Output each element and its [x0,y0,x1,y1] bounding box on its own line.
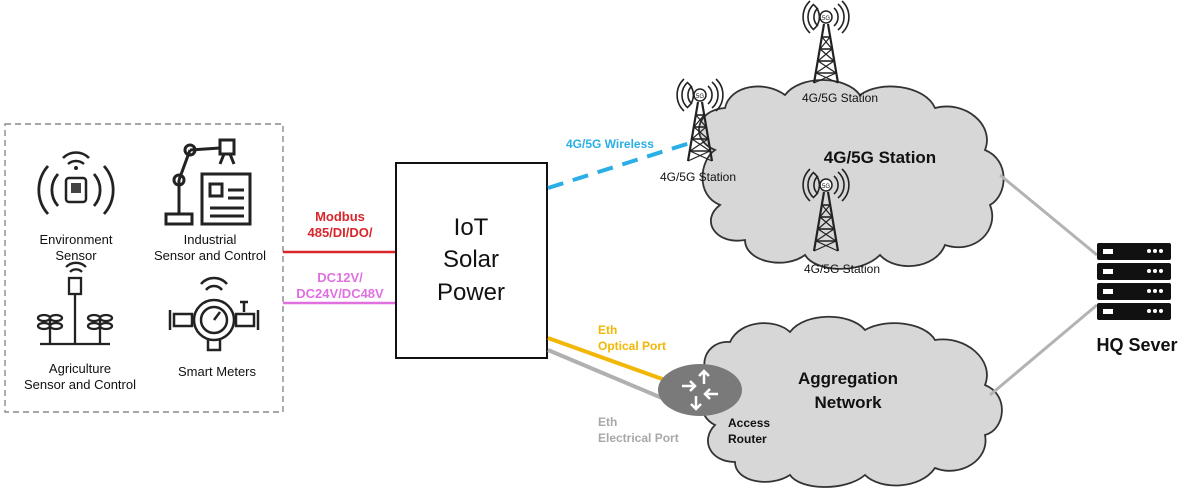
dc-power-label-1: DC12V/ [317,270,363,285]
eth-optical-link [547,336,666,382]
hq-link-lower [989,303,1098,397]
hq-server-label: HQ Sever [1096,335,1177,355]
modbus-label-1: Modbus [315,209,365,224]
agriculture-sensor-icon [36,261,114,346]
wireless-label: 4G/5G Wireless [566,137,654,151]
cloud-aggregation [700,315,1003,488]
station-label-left: 4G/5G Station [660,170,736,184]
aggregation-title-1: Aggregation [798,369,898,388]
eth-optical-label-1: Eth [598,323,617,337]
tower-badge: 5G [696,94,704,100]
modbus-label-2: 485/DI/DO/ [307,225,372,240]
station-label-bottom: 4G/5G Station [804,262,880,276]
environment-sensor-label-2: Sensor [55,248,97,263]
industrial-label-2: Sensor and Control [154,248,266,263]
eth-electrical-link [547,348,663,400]
industrial-label-1: Industrial [184,232,237,247]
device-group-frame [4,123,284,413]
agriculture-label-2: Sensor and Control [24,377,136,392]
eth-optical-label-2: Optical Port [598,339,666,353]
tower-badge: 5G [822,16,830,22]
station-label-top: 4G/5G Station [802,91,878,105]
access-router-icon [658,364,742,416]
smart-meters-label: Smart Meters [178,364,257,379]
cloud-4g5g-title: 4G/5G Station [824,148,936,167]
iot-solar-power-box [395,162,548,359]
aggregation-title-2: Network [814,393,882,412]
access-router-label-2: Router [728,432,767,446]
tower-badge: 5G [822,184,830,190]
environment-sensor-label-1: Environment [40,232,113,247]
industrial-robot-icon [164,138,252,226]
dc-power-label-2: DC24V/DC48V [296,286,384,301]
environment-sensor-icon [37,151,115,215]
eth-electrical-label-1: Eth [598,415,617,429]
cloud-4g5g [698,79,1005,270]
agriculture-label-1: Agriculture [49,361,111,376]
hq-link-upper [999,173,1098,257]
server-icon [1097,243,1171,320]
iot-box-line-1: IoT [454,214,489,241]
cell-tower-icon [801,0,851,85]
smart-meter-icon [168,276,260,352]
eth-electrical-label-2: Electrical Port [598,431,679,445]
iot-box-line-3: Power [437,279,505,306]
access-router-label-1: Access [728,416,770,430]
iot-box-line-2: Solar [443,246,499,273]
